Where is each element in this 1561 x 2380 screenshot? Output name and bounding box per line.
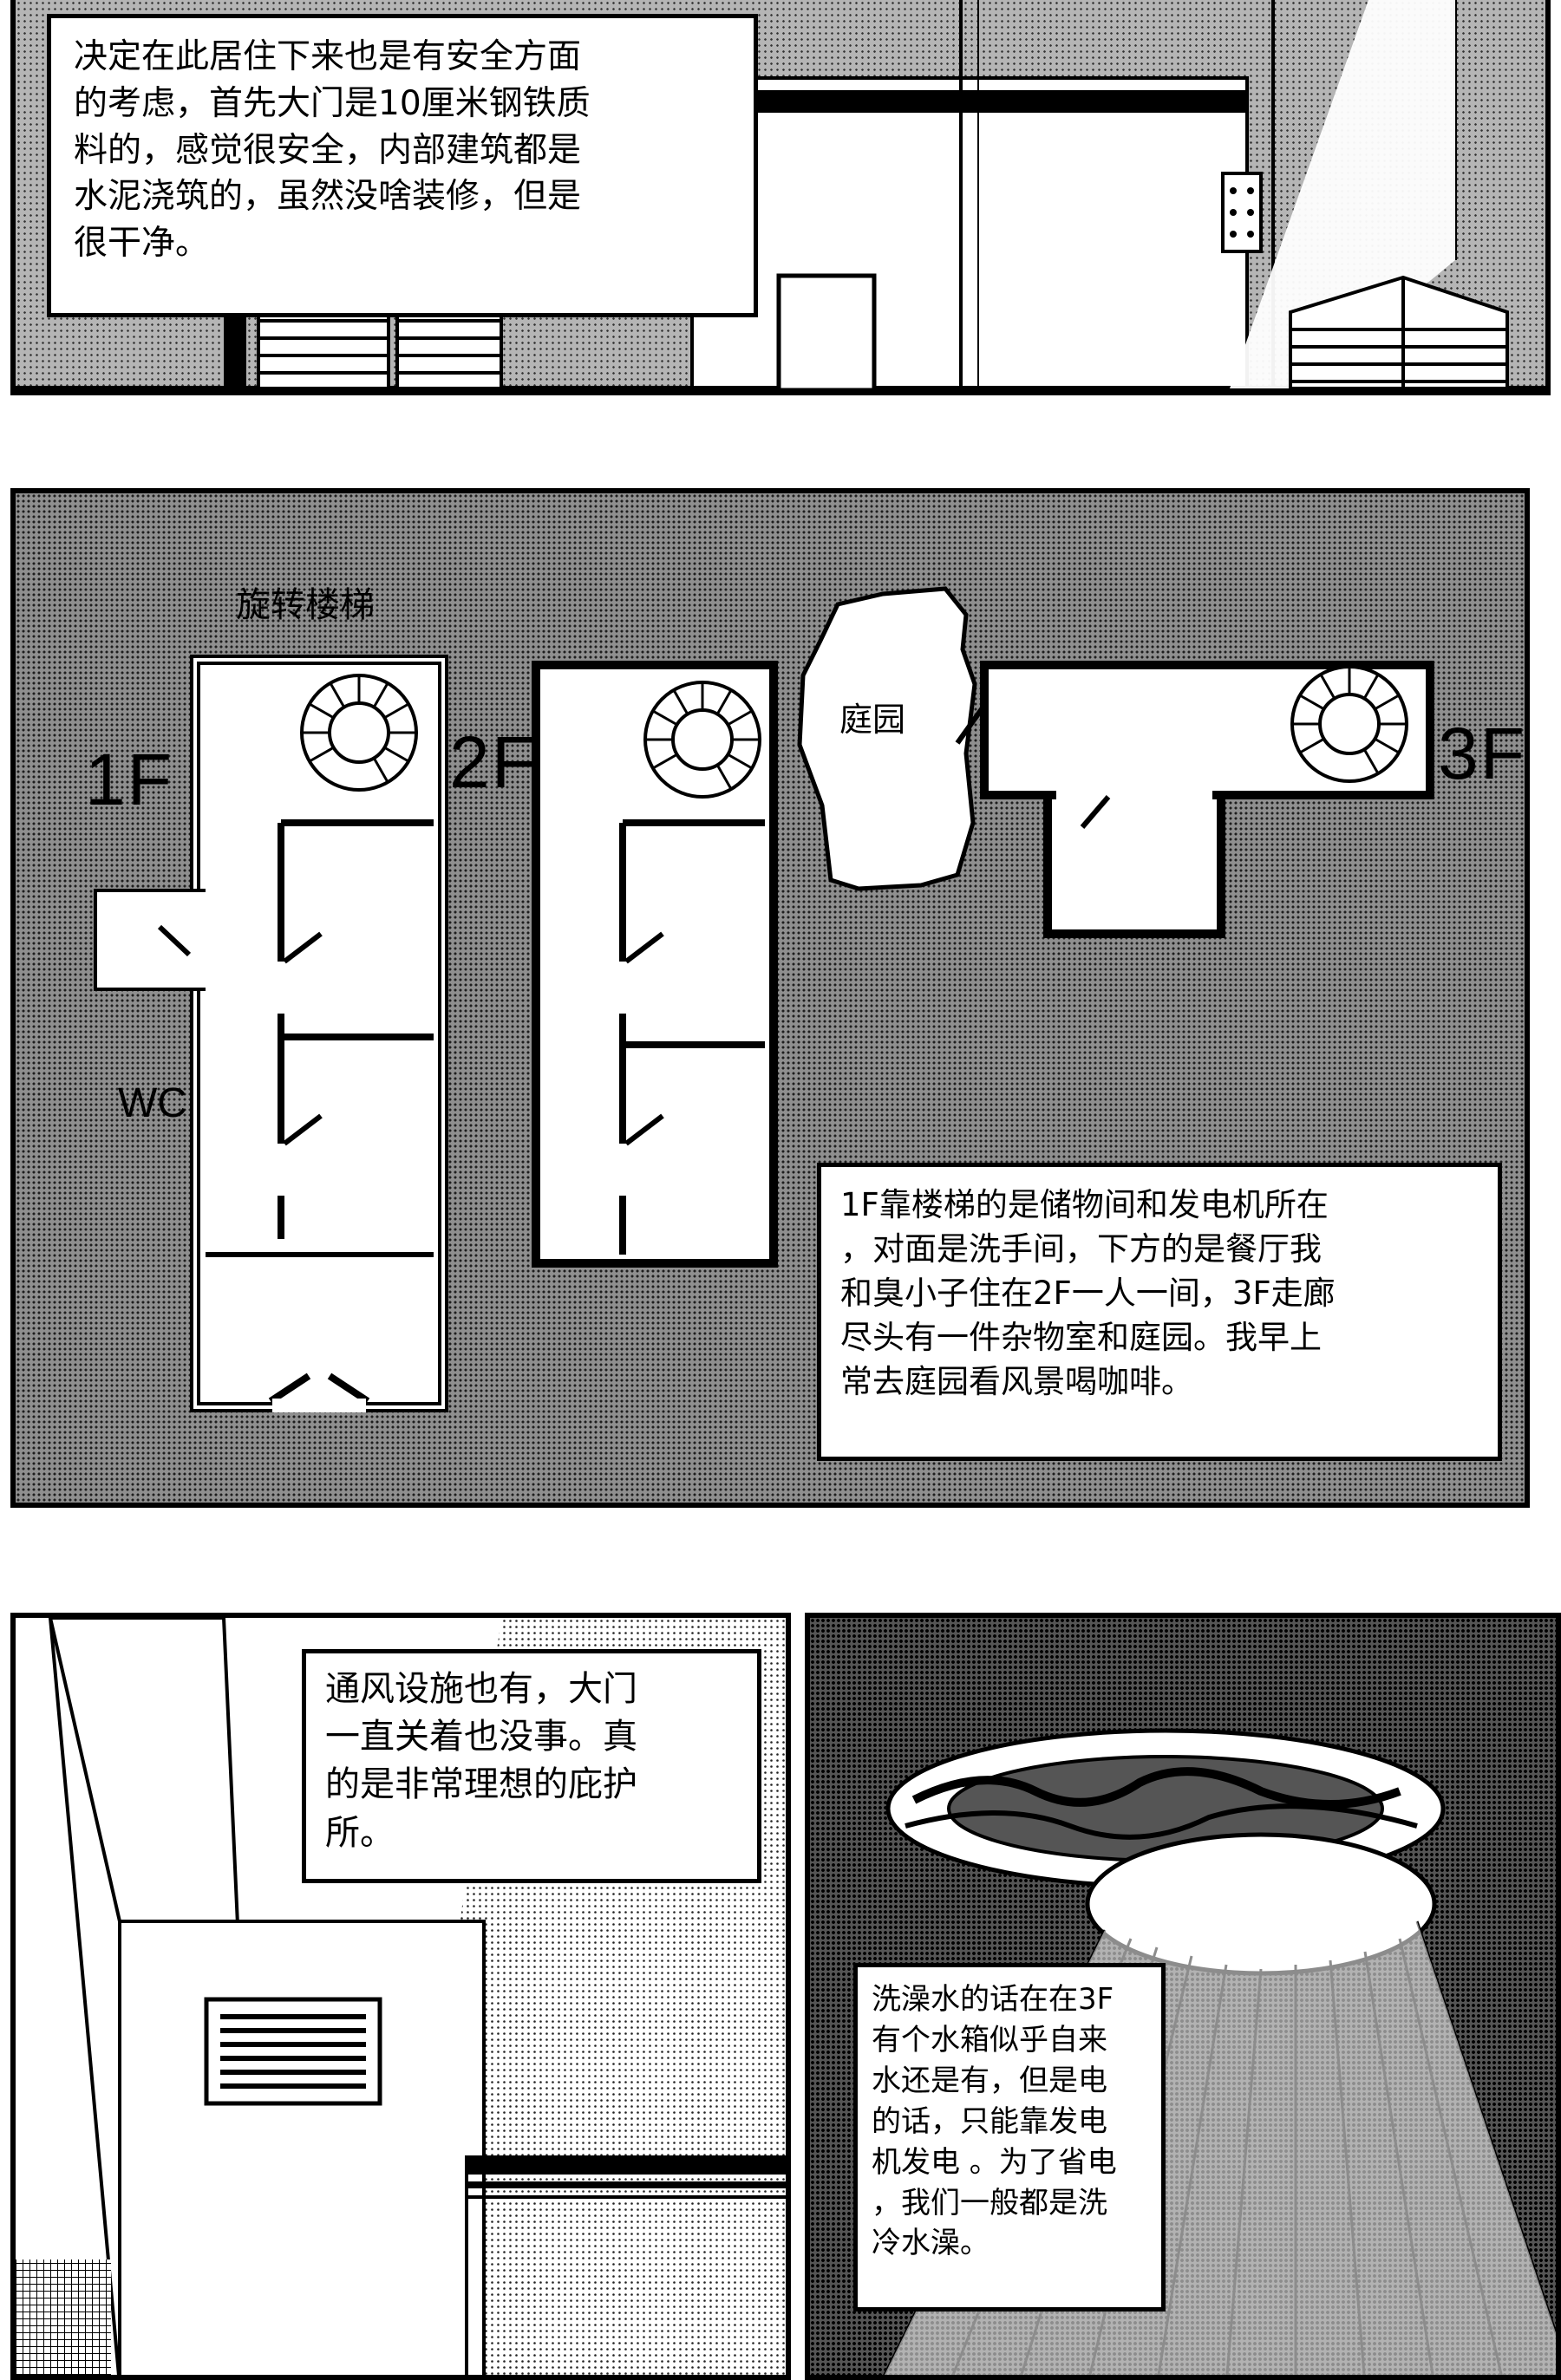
floor-1f-plan [94,655,448,1412]
garden-label: 庭园 [839,701,906,739]
panel-shower: 洗澡水的话在在3F 有个水箱似乎自来 水还是有，但是电 的话，只能靠发电 机发电… [805,1613,1561,2380]
entrance-illustration [16,0,1545,390]
floor-label-2f: 2F [449,721,539,803]
caption-floor-plan: 1F靠楼梯的是储物间和发电机所在 ，对面是洗手间，下方的是餐厅我 和臭小子住在2… [817,1163,1502,1461]
panel-entrance: 决定在此居住下来也是有安全方面 的考虑，首先大门是10厘米钢铁质 料的，感觉很安… [10,0,1551,395]
floor-label-3f: 3F [1438,713,1527,794]
panel-ventilation: 通风设施也有，大门 一直关着也没事。真 的是非常理想的庇护 所。 [10,1613,791,2380]
spiral-stair-label: 旋转楼梯 [236,585,375,625]
caption-entrance: 决定在此居住下来也是有安全方面 的考虑，首先大门是10厘米钢铁质 料的，感觉很安… [47,14,758,317]
floor-plan-diagram [94,586,1434,1412]
wc-label: WC [118,1080,187,1126]
caption-ventilation: 通风设施也有，大门 一直关着也没事。真 的是非常理想的庇护 所。 [302,1649,761,1883]
floor-label-1f: 1F [85,739,174,820]
panel-floor-plan: 旋转楼梯 1F 2F 3F WC 庭园 1F靠楼梯的是储物间和发电机所在 ，对面… [10,488,1530,1508]
caption-shower: 洗澡水的话在在3F 有个水箱似乎自来 水还是有，但是电 的话，只能靠发电 机发电… [853,1963,1166,2312]
